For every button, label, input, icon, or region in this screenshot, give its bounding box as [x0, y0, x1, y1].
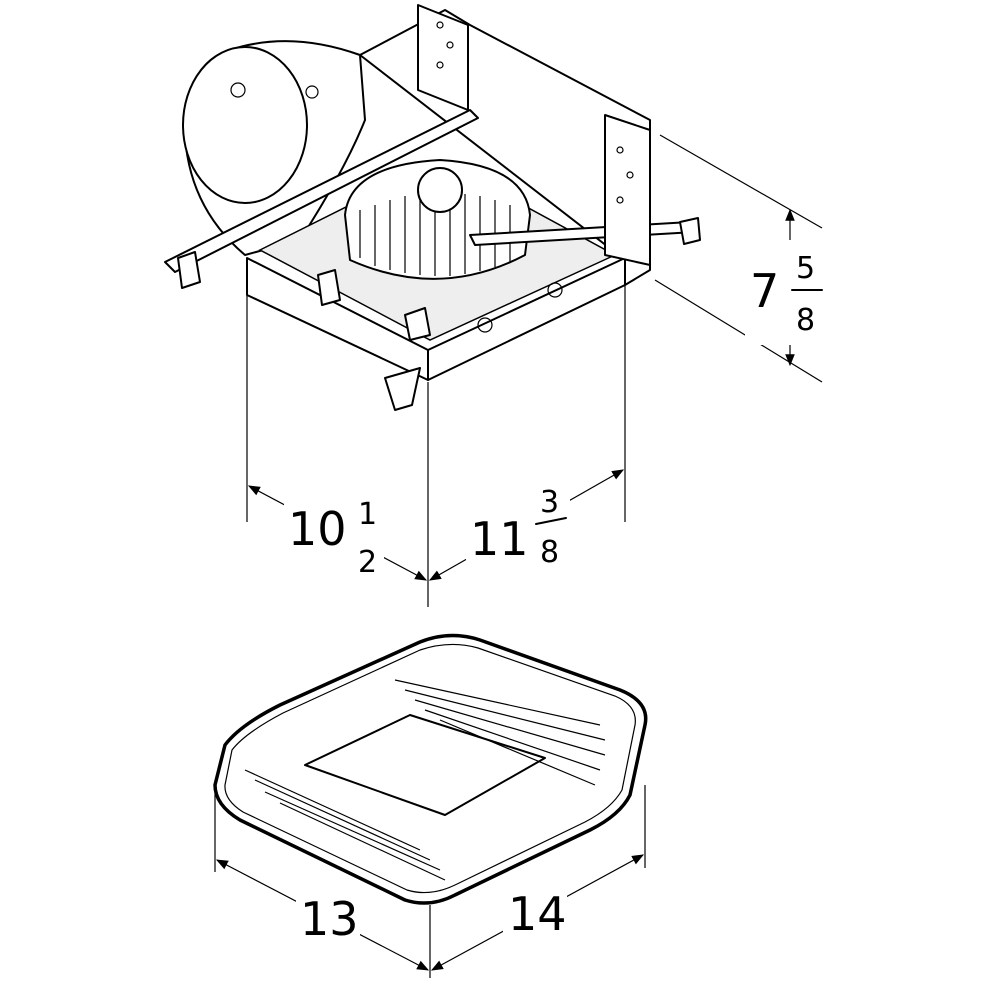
- bracket-right: [604, 114, 651, 266]
- duct-screw: [230, 82, 246, 98]
- depth-whole: 10: [288, 502, 347, 556]
- duct-opening: [182, 46, 308, 204]
- height-whole: 7: [750, 264, 779, 318]
- bracket-back: [417, 4, 469, 111]
- grille-extension-lines: [214, 785, 646, 978]
- height-dimension-label: 7 5 8: [745, 240, 835, 345]
- height-denominator: 8: [796, 303, 815, 338]
- depth-numerator: 1: [358, 497, 377, 532]
- depth-denominator: 2: [358, 545, 377, 580]
- width-numerator: 3: [540, 485, 559, 520]
- grille: [213, 633, 648, 905]
- motor-hub: [417, 167, 463, 213]
- width-dimension-label: 11 3 8: [466, 480, 570, 572]
- fraction-bar: [535, 517, 567, 525]
- duct-screw: [305, 85, 319, 99]
- housing-screw: [547, 282, 563, 298]
- electrical-connector: [317, 269, 341, 306]
- fan-housing: [164, 4, 701, 411]
- bracket-holes: [436, 21, 634, 204]
- mounting-tab-left: [177, 251, 201, 289]
- light-lens: [304, 714, 546, 816]
- grille-inner-edge: [224, 643, 636, 894]
- mounting-tab-right: [679, 217, 701, 245]
- mounting-tab-front: [384, 367, 421, 411]
- grille-louvers: [244, 679, 606, 881]
- width-whole: 11: [470, 512, 529, 566]
- housing-screw: [477, 317, 493, 333]
- mounting-bar-left: [164, 109, 479, 273]
- height-numerator: 5: [796, 251, 815, 286]
- depth-dimension-label: 10 1 2: [284, 490, 384, 580]
- width-denominator: 8: [540, 535, 559, 570]
- grille-width-label: 14: [508, 887, 567, 941]
- motor-plug: [404, 307, 431, 341]
- grille-depth-label: 13: [300, 892, 359, 946]
- blower-wheel: [344, 159, 531, 280]
